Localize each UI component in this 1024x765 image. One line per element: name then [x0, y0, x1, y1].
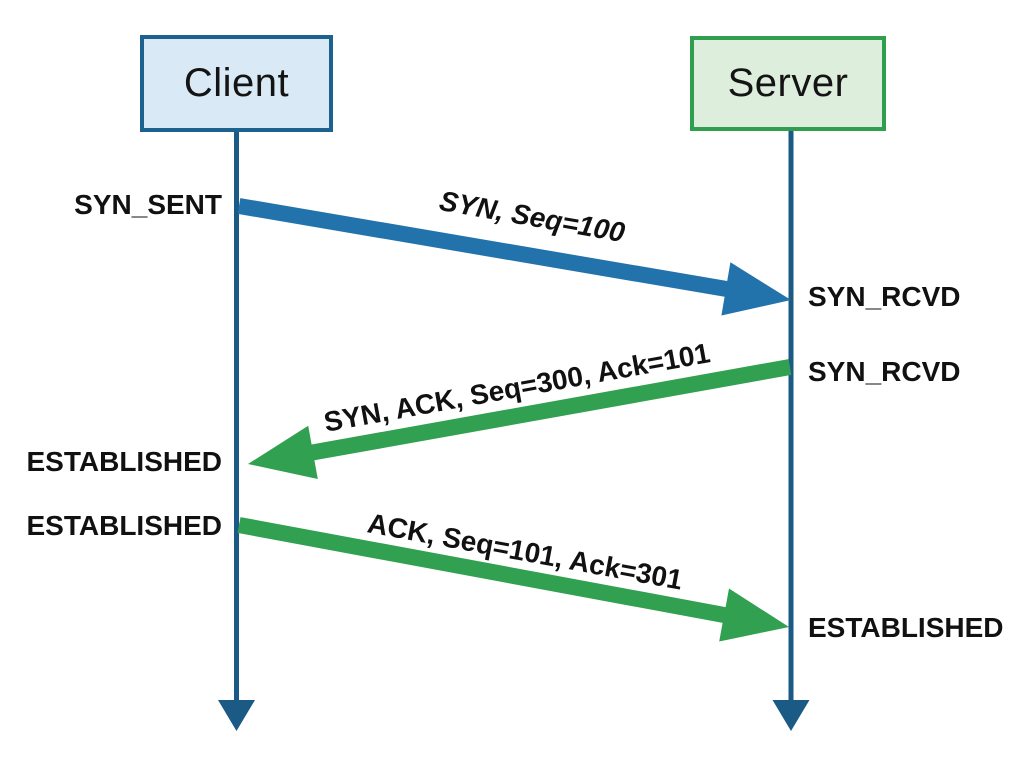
message-arrow-synack — [248, 359, 792, 479]
state-label-syn-rcvd-1: SYN_RCVD — [808, 281, 961, 312]
state-label-syn-sent: SYN_SENT — [74, 189, 222, 220]
actor-box-client: Client — [140, 35, 333, 132]
client-lifeline-arrowhead-icon — [218, 700, 255, 731]
message-arrow-ack — [237, 517, 789, 642]
server-lifeline-arrowhead-icon — [772, 700, 810, 731]
client-lifeline — [218, 131, 255, 731]
actor-box-server: Server — [690, 36, 886, 131]
state-label-syn-rcvd-2: SYN_RCVD — [808, 356, 961, 387]
actor-label-client: Client — [183, 61, 290, 105]
server-lifeline — [772, 131, 810, 731]
actor-label-server: Server — [727, 61, 849, 105]
state-label-established-server: ESTABLISHED — [808, 612, 1004, 643]
message-arrow-syn — [237, 198, 791, 316]
state-label-established-client-1: ESTABLISHED — [26, 446, 223, 477]
state-label-established-client-2: ESTABLISHED — [26, 510, 223, 541]
